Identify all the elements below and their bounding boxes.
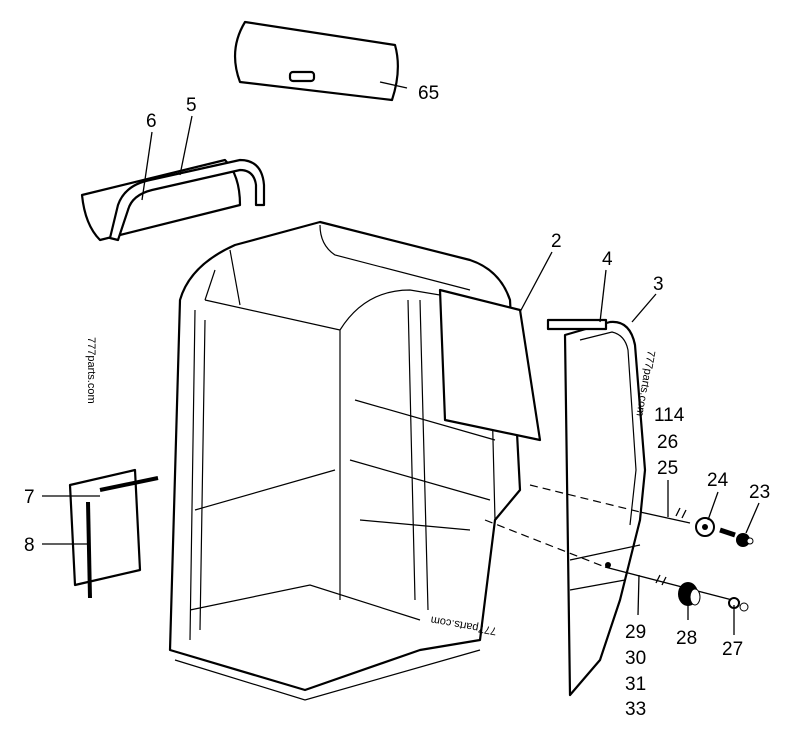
label-31: 31 xyxy=(625,674,646,695)
part-7-8-small-glass xyxy=(68,468,159,599)
part-3-door xyxy=(546,318,647,697)
part-2-rear-glass xyxy=(438,288,542,442)
label-7: 7 xyxy=(24,487,35,508)
door-lock-hardware xyxy=(484,484,754,612)
label-23: 23 xyxy=(749,482,770,503)
label-8: 8 xyxy=(24,535,35,556)
label-6: 6 xyxy=(146,111,157,132)
label-2: 2 xyxy=(551,231,562,252)
label-5: 5 xyxy=(186,95,197,116)
cab-frame xyxy=(168,220,522,701)
label-28: 28 xyxy=(676,628,697,649)
watermark-left: 777parts.com xyxy=(85,337,97,404)
label-29: 29 xyxy=(625,622,646,643)
label-4: 4 xyxy=(602,249,613,270)
part-5-6-front-glass xyxy=(80,158,266,242)
label-25: 25 xyxy=(657,458,678,479)
part-65-roof-cover xyxy=(233,20,399,102)
label-65: 65 xyxy=(418,83,439,104)
label-30: 30 xyxy=(625,648,646,669)
label-26: 26 xyxy=(657,432,678,453)
label-24: 24 xyxy=(707,470,729,491)
label-114: 114 xyxy=(654,405,685,426)
label-33: 33 xyxy=(625,699,646,720)
label-3: 3 xyxy=(653,274,664,295)
leader-lines xyxy=(42,81,760,635)
label-27: 27 xyxy=(722,639,743,660)
